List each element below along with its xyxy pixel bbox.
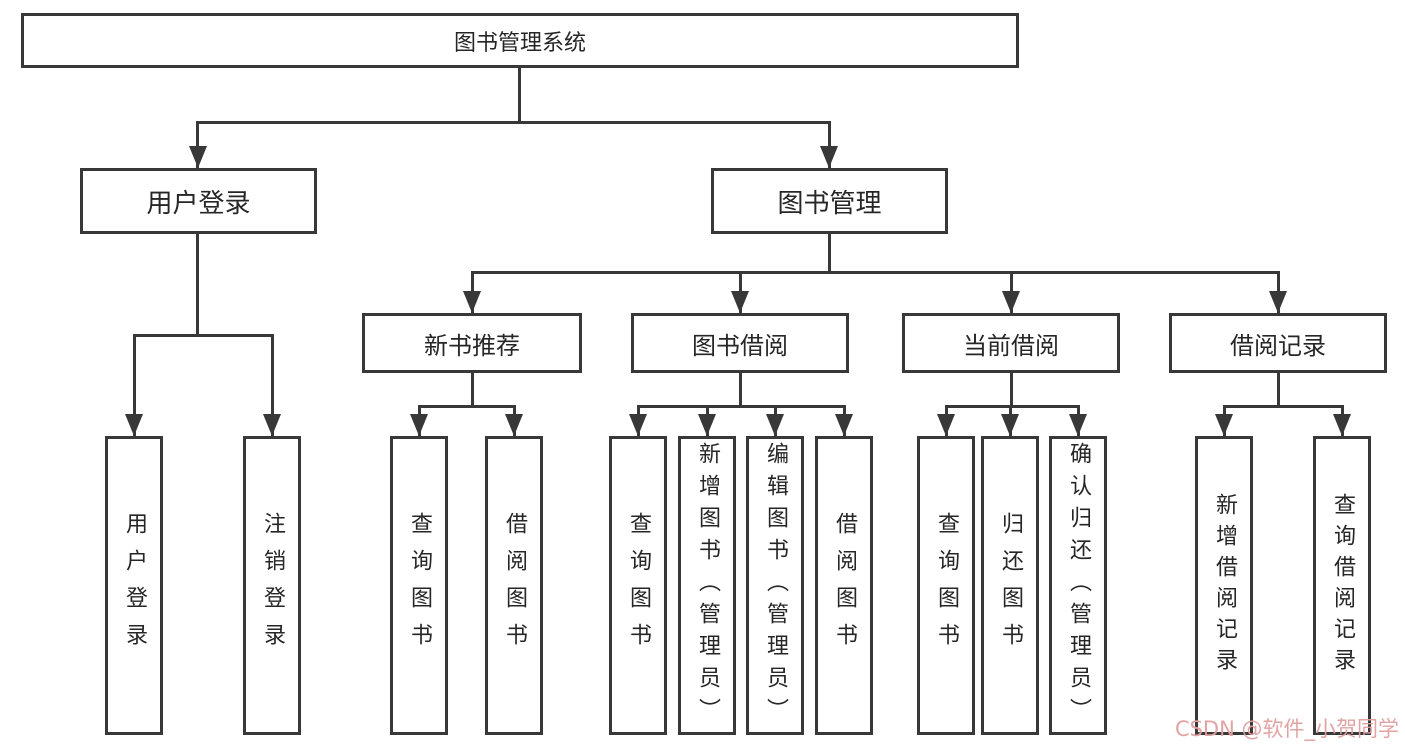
node-label: 用户登录 bbox=[122, 511, 147, 660]
node-label: 注销登录 bbox=[260, 511, 285, 660]
connector-line bbox=[739, 373, 742, 408]
arrow-down-icon bbox=[698, 414, 716, 436]
leaf-query-books-current: 查询图书 bbox=[917, 436, 975, 735]
leaf-user-login: 用户登录 bbox=[105, 436, 163, 735]
node-label: 当前借阅 bbox=[963, 331, 1059, 360]
connector-line bbox=[133, 334, 274, 337]
leaf-add-borrow-record: 新增借阅记录 bbox=[1195, 436, 1253, 735]
csdn-watermark: CSDN @软件_小贺同学 bbox=[1174, 717, 1399, 741]
node-user-login: 用户登录 bbox=[80, 168, 317, 234]
leaf-borrow-books-recommend: 借阅图书 bbox=[485, 436, 543, 735]
arrow-down-icon bbox=[1069, 414, 1087, 436]
node-label: 图书借阅 bbox=[692, 331, 788, 360]
leaf-logout: 注销登录 bbox=[243, 436, 301, 735]
node-label: 编辑图书（管理员） bbox=[763, 441, 788, 730]
connector-line bbox=[1277, 373, 1280, 408]
arrow-down-icon bbox=[820, 146, 838, 168]
node-label: 借阅记录 bbox=[1230, 331, 1326, 360]
connector-line bbox=[637, 405, 846, 408]
node-label: 新书推荐 bbox=[424, 331, 520, 360]
node-label: 查询借阅记录 bbox=[1330, 492, 1355, 679]
arrow-down-icon bbox=[125, 414, 143, 436]
leaf-query-borrow-record: 查询借阅记录 bbox=[1313, 436, 1371, 735]
node-label: 归还图书 bbox=[998, 511, 1023, 660]
connector-line bbox=[945, 405, 1080, 408]
arrow-down-icon bbox=[505, 414, 523, 436]
arrow-down-icon bbox=[1001, 414, 1019, 436]
connector-line bbox=[196, 121, 199, 168]
node-book-management: 图书管理 bbox=[711, 168, 948, 234]
leaf-query-books-recommend: 查询图书 bbox=[390, 436, 448, 735]
node-new-book-recommend: 新书推荐 bbox=[362, 313, 582, 373]
node-label: 图书管理 bbox=[777, 188, 882, 219]
node-book-borrowing: 图书借阅 bbox=[631, 313, 849, 373]
leaf-return-book: 归还图书 bbox=[981, 436, 1039, 735]
arrow-down-icon bbox=[835, 414, 853, 436]
arrow-down-icon bbox=[1215, 414, 1233, 436]
arrow-down-icon bbox=[410, 414, 428, 436]
node-label: 图书管理系统 bbox=[453, 30, 586, 56]
arrow-down-icon bbox=[463, 291, 481, 313]
connector-line bbox=[1223, 405, 1344, 408]
leaf-confirm-return-admin: 确认归还（管理员） bbox=[1049, 436, 1107, 735]
arrow-down-icon bbox=[731, 291, 749, 313]
arrow-down-icon bbox=[629, 414, 647, 436]
connector-line bbox=[471, 373, 474, 408]
arrow-down-icon bbox=[1269, 291, 1287, 313]
leaf-edit-book-admin: 编辑图书（管理员） bbox=[746, 436, 804, 735]
connector-line bbox=[133, 334, 136, 436]
node-label: 查询图书 bbox=[407, 511, 432, 660]
node-label: 新增借阅记录 bbox=[1212, 492, 1237, 679]
node-label: 用户登录 bbox=[146, 188, 251, 219]
node-label: 借阅图书 bbox=[832, 511, 857, 660]
arrow-down-icon bbox=[189, 146, 207, 168]
connector-line bbox=[828, 234, 831, 274]
connector-line bbox=[1010, 373, 1013, 408]
node-label: 借阅图书 bbox=[502, 511, 527, 660]
leaf-add-book-admin: 新增图书（管理员） bbox=[678, 436, 736, 735]
connector-line bbox=[418, 405, 516, 408]
node-library-system: 图书管理系统 bbox=[21, 13, 1019, 68]
node-current-borrowing: 当前借阅 bbox=[902, 313, 1120, 373]
connector-line bbox=[196, 121, 831, 124]
arrow-down-icon bbox=[1002, 291, 1020, 313]
node-label: 确认归还（管理员） bbox=[1066, 441, 1091, 730]
arrow-down-icon bbox=[263, 414, 281, 436]
node-label: 新增图书（管理员） bbox=[695, 441, 720, 730]
arrow-down-icon bbox=[766, 414, 784, 436]
leaf-query-books-borrowing: 查询图书 bbox=[609, 436, 667, 735]
node-borrow-records: 借阅记录 bbox=[1169, 313, 1387, 373]
node-label: 查询图书 bbox=[934, 511, 959, 660]
arrow-down-icon bbox=[1333, 414, 1351, 436]
connector-line bbox=[271, 334, 274, 436]
connector-line bbox=[471, 271, 1280, 274]
connector-line bbox=[828, 121, 831, 168]
connector-line bbox=[518, 68, 521, 123]
connector-line bbox=[196, 234, 199, 337]
leaf-borrow-books: 借阅图书 bbox=[815, 436, 873, 735]
node-label: 查询图书 bbox=[626, 511, 651, 660]
arrow-down-icon bbox=[937, 414, 955, 436]
